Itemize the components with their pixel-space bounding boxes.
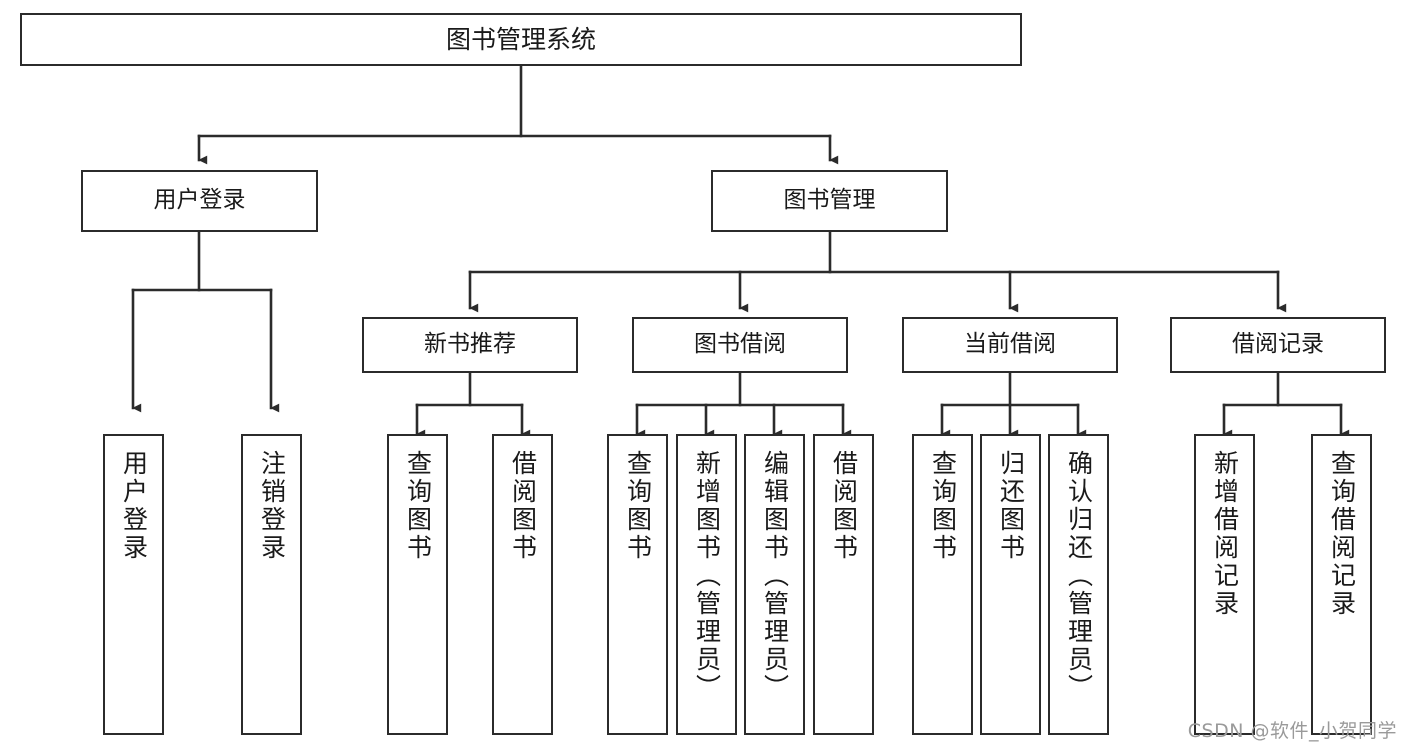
node-leaf-query-record-label: 查询借阅记录 <box>1327 450 1357 618</box>
node-leaf-borrow-book-2-label: 借阅图书 <box>829 450 859 562</box>
node-leaf-user-login[interactable]: 用户登录 <box>103 434 164 735</box>
node-leaf-query-record[interactable]: 查询借阅记录 <box>1311 434 1372 735</box>
node-book-borrow[interactable]: 图书借阅 <box>632 317 848 373</box>
node-leaf-query-book-3[interactable]: 查询图书 <box>912 434 973 735</box>
node-leaf-user-login-label: 用户登录 <box>119 450 149 562</box>
node-leaf-confirm-return[interactable]: 确认归还（管理员） <box>1048 434 1109 735</box>
node-new-book-recommend[interactable]: 新书推荐 <box>362 317 578 373</box>
csdn-watermark: CSDN @软件_小贺同学 <box>1187 720 1397 742</box>
node-current-borrow[interactable]: 当前借阅 <box>902 317 1118 373</box>
node-user-login[interactable]: 用户登录 <box>81 170 318 232</box>
node-leaf-add-record-label: 新增借阅记录 <box>1210 450 1240 618</box>
node-leaf-borrow-book-2[interactable]: 借阅图书 <box>813 434 874 735</box>
node-leaf-query-book-2-label: 查询图书 <box>623 450 653 562</box>
node-leaf-borrow-book-1[interactable]: 借阅图书 <box>492 434 553 735</box>
node-leaf-return-book-label: 归还图书 <box>996 450 1026 562</box>
node-book-management-label: 图书管理 <box>783 187 876 214</box>
node-borrow-record[interactable]: 借阅记录 <box>1170 317 1386 373</box>
node-leaf-query-book-1-label: 查询图书 <box>403 450 433 562</box>
node-leaf-logout-login-label: 注销登录 <box>257 450 287 562</box>
node-user-login-label: 用户登录 <box>153 187 246 214</box>
node-book-borrow-label: 图书借阅 <box>694 331 786 358</box>
node-leaf-edit-book-label: 编辑图书（管理员） <box>760 450 790 702</box>
node-leaf-add-book-label: 新增图书（管理员） <box>692 450 722 702</box>
node-leaf-edit-book[interactable]: 编辑图书（管理员） <box>744 434 805 735</box>
node-root[interactable]: 图书管理系统 <box>20 13 1022 66</box>
node-current-borrow-label: 当前借阅 <box>964 331 1056 358</box>
node-borrow-record-label: 借阅记录 <box>1232 331 1324 358</box>
node-leaf-confirm-return-label: 确认归还（管理员） <box>1064 450 1094 702</box>
node-leaf-borrow-book-1-label: 借阅图书 <box>508 450 538 562</box>
node-leaf-query-book-2[interactable]: 查询图书 <box>607 434 668 735</box>
node-leaf-add-record[interactable]: 新增借阅记录 <box>1194 434 1255 735</box>
node-leaf-query-book-1[interactable]: 查询图书 <box>387 434 448 735</box>
node-root-label: 图书管理系统 <box>445 24 596 54</box>
node-leaf-logout-login[interactable]: 注销登录 <box>241 434 302 735</box>
node-leaf-query-book-3-label: 查询图书 <box>928 450 958 562</box>
node-leaf-add-book[interactable]: 新增图书（管理员） <box>676 434 737 735</box>
node-book-management[interactable]: 图书管理 <box>711 170 948 232</box>
node-leaf-return-book[interactable]: 归还图书 <box>980 434 1041 735</box>
node-new-book-recommend-label: 新书推荐 <box>424 331 516 358</box>
